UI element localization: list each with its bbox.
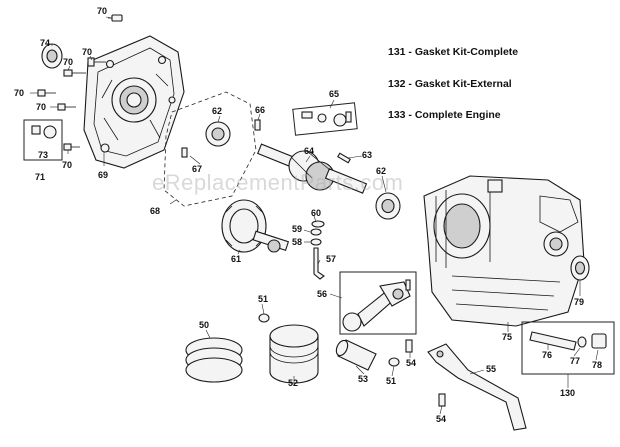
callout-62a: 62 [212,106,222,116]
spring-59 [310,228,322,236]
callout-60: 60 [311,208,321,218]
callout-58: 58 [292,237,302,247]
callout-70d: 70 [14,88,24,98]
clip-51b [388,357,400,367]
callout-56: 56 [317,289,327,299]
key-63 [337,152,351,164]
crankshaft-64 [257,143,368,194]
clip-58 [310,238,322,246]
callout-76: 76 [542,350,552,360]
bracket-55 [427,343,527,431]
callout-77: 77 [570,356,580,366]
cylinder-block-75 [423,175,585,327]
callout-52: 52 [288,378,298,388]
callout-63: 63 [362,150,372,160]
callout-70c: 70 [63,57,73,67]
callout-75: 75 [502,332,512,342]
governor-arm-57 [313,247,325,280]
callout-labels: 70 70 70 70 70 70 74 73 71 69 68 67 66 6… [14,6,602,424]
piston-52 [269,324,319,384]
callout-130: 130 [560,388,575,398]
governor-65 [301,111,352,127]
bolt-54a [405,339,413,353]
connecting-rod-56 [342,279,411,332]
washer-77 [577,336,587,348]
callout-70b: 70 [82,47,92,57]
bolt-70a [108,14,123,22]
kit-box-65 [292,102,358,136]
callout-68: 68 [150,206,160,216]
dowel-66 [254,119,261,131]
washer-60 [311,220,325,228]
callout-65: 65 [329,89,339,99]
kit-box-71 [23,119,63,161]
bolt-70c [63,69,86,77]
kit-box-56 [339,271,417,335]
callout-70f: 70 [62,160,72,170]
bolt-54b [438,393,446,407]
callout-61: 61 [231,254,241,264]
bolt-70e [57,103,76,111]
callout-51a: 51 [258,294,268,304]
callout-74: 74 [40,38,50,48]
watermark: eReplacementParts.com [152,170,404,195]
plug-73 [31,125,57,139]
callout-54a: 54 [406,358,416,368]
callout-54b: 54 [436,414,446,424]
dowel-pin-76 [529,331,577,351]
clip-51a [258,313,270,323]
bearing-62b [375,192,401,220]
callout-66: 66 [255,105,265,115]
callout-57: 57 [326,254,336,264]
callout-78: 78 [592,360,602,370]
piston-pin-53 [335,339,377,371]
crankcase-cover [83,35,185,169]
callout-79: 79 [574,297,584,307]
oil-seal-79 [570,255,590,281]
piston-rings-50 [185,337,243,383]
callout-70a: 70 [97,6,107,16]
callout-69: 69 [98,170,108,180]
callout-55: 55 [486,364,496,374]
callout-70e: 70 [36,102,46,112]
callout-73: 73 [38,150,48,160]
legend-complete-engine: 133 - Complete Engine [388,109,501,121]
leader-lines [30,16,599,415]
dowel-67 [181,147,188,158]
callout-71: 71 [35,172,45,182]
gasket-68 [163,91,257,207]
callout-67: 67 [192,164,202,174]
callout-51b: 51 [386,376,396,386]
legend-gasket-kit-complete: 131 - Gasket Kit-Complete [388,46,519,58]
legend-gasket-kit-external: 132 - Gasket Kit-External [388,78,512,90]
camshaft-61 [221,199,290,253]
bolt-70d [37,89,56,97]
callout-62b: 62 [376,166,386,176]
callout-64: 64 [304,146,314,156]
callout-50: 50 [199,320,209,330]
bolt-70f [63,143,80,151]
callout-59: 59 [292,224,302,234]
cap-78 [591,333,607,349]
callout-53: 53 [358,374,368,384]
